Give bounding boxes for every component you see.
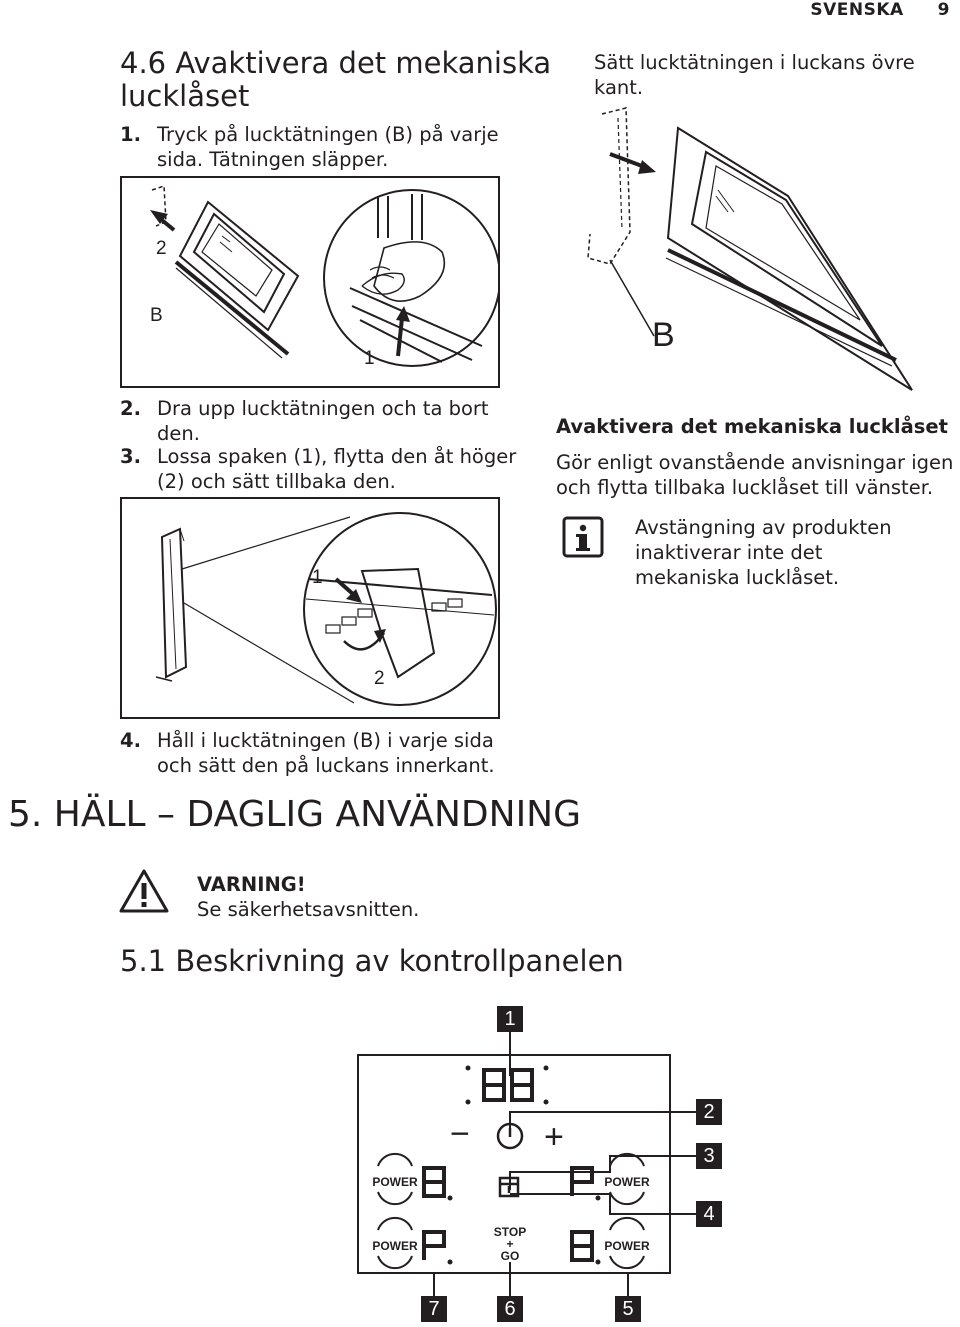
right-heading: Avaktivera det mekaniska lucklåset [556, 415, 948, 438]
step-3: 3. Lossa spaken (1), flytta den åt höger… [120, 445, 517, 493]
zone-display-top-right [570, 1166, 594, 1196]
timer-icon[interactable] [496, 1122, 524, 1150]
right-body: Gör enligt ovanstående anvisningar igen … [556, 451, 954, 499]
figure-seal-press-drawing: 2 B 1 [150, 184, 501, 369]
right-intro: Sätt lucktätningen i luckans övre kant. [594, 51, 915, 99]
callout-5: 5 [615, 1296, 641, 1322]
zone-display-top-left [422, 1166, 446, 1198]
lock-icon[interactable] [498, 1176, 520, 1198]
fig2-label-2: 2 [374, 668, 385, 689]
warning-title: VARNING! [197, 873, 306, 896]
fig3-label-b: B [652, 316, 675, 354]
power-button-bottom-right[interactable]: POWER [604, 1216, 650, 1270]
power-label: POWER [372, 1239, 418, 1253]
power-label: POWER [372, 1175, 418, 1189]
zone-value-top-right: P [340, 1000, 341, 1001]
fig1-label-b: B [150, 305, 163, 326]
zone-value-bottom-right: 8 [340, 1000, 341, 1001]
power-button-top-left[interactable]: POWER [372, 1152, 418, 1206]
fig1-label-1: 1 [364, 348, 375, 369]
plus-button[interactable]: + [544, 1118, 564, 1156]
fig1-label-2: 2 [156, 238, 167, 259]
zone-display-bottom-right [570, 1230, 594, 1262]
stop-go-button[interactable]: STOP + GO [494, 1225, 526, 1263]
section-title-5: 5. HÄLL – DAGLIG ANVÄNDNING [8, 794, 582, 835]
info-icon [562, 516, 604, 558]
fig2-label-1: 1 [312, 567, 323, 588]
figure-lever: 1 2 [120, 497, 500, 719]
warning-text: Se säkerhetsavsnitten. [197, 898, 420, 921]
step-4: 4. Håll i lucktätningen (B) i varje sida… [120, 729, 495, 777]
power-button-bottom-left[interactable]: POWER [372, 1216, 418, 1270]
callout-6: 6 [497, 1296, 523, 1322]
section-name: SVENSKA [810, 0, 904, 20]
power-label: POWER [604, 1239, 650, 1253]
callout-4: 4 [696, 1201, 722, 1227]
callout-2: 2 [696, 1099, 722, 1125]
zone-value-bottom-left: P [340, 1000, 341, 1001]
page-number: 9 [937, 0, 950, 20]
minus-button[interactable]: − [450, 1115, 470, 1153]
figure-seal-insert-drawing: B [587, 107, 913, 391]
power-label: POWER [604, 1175, 650, 1189]
zone-display-bottom-left [422, 1230, 446, 1260]
go-label: GO [501, 1249, 520, 1263]
figure-seal-insert: B [556, 100, 946, 400]
plus-label: + [506, 1237, 513, 1251]
zone-value-top-left: 8 [340, 1000, 341, 1001]
page-header: SVENSKA 9 [810, 0, 950, 20]
control-panel-diagram: 88 − + POWER 8 [340, 1000, 740, 1322]
stop-label: STOP [494, 1225, 526, 1239]
callout-3: 3 [696, 1143, 722, 1169]
callout-7: 7 [421, 1296, 447, 1322]
section-title-5-1: 5.1 Beskrivning av kontrollpanelen [120, 944, 624, 978]
figure-lever-drawing: 1 2 [155, 512, 497, 706]
warning-triangle-icon [118, 868, 170, 914]
timer-display [482, 1068, 534, 1102]
callout-1: 1 [497, 1006, 523, 1032]
power-button-top-right[interactable]: POWER [604, 1152, 650, 1206]
figure-seal-press: 2 B 1 [120, 176, 501, 388]
section-title-4-6: 4.6 Avaktivera det mekaniska lucklåset [120, 46, 552, 113]
info-text: Avstängning av produkten inaktiverar int… [635, 516, 892, 589]
warning-block: VARNING! Se säkerhetsavsnitten. [197, 872, 419, 922]
